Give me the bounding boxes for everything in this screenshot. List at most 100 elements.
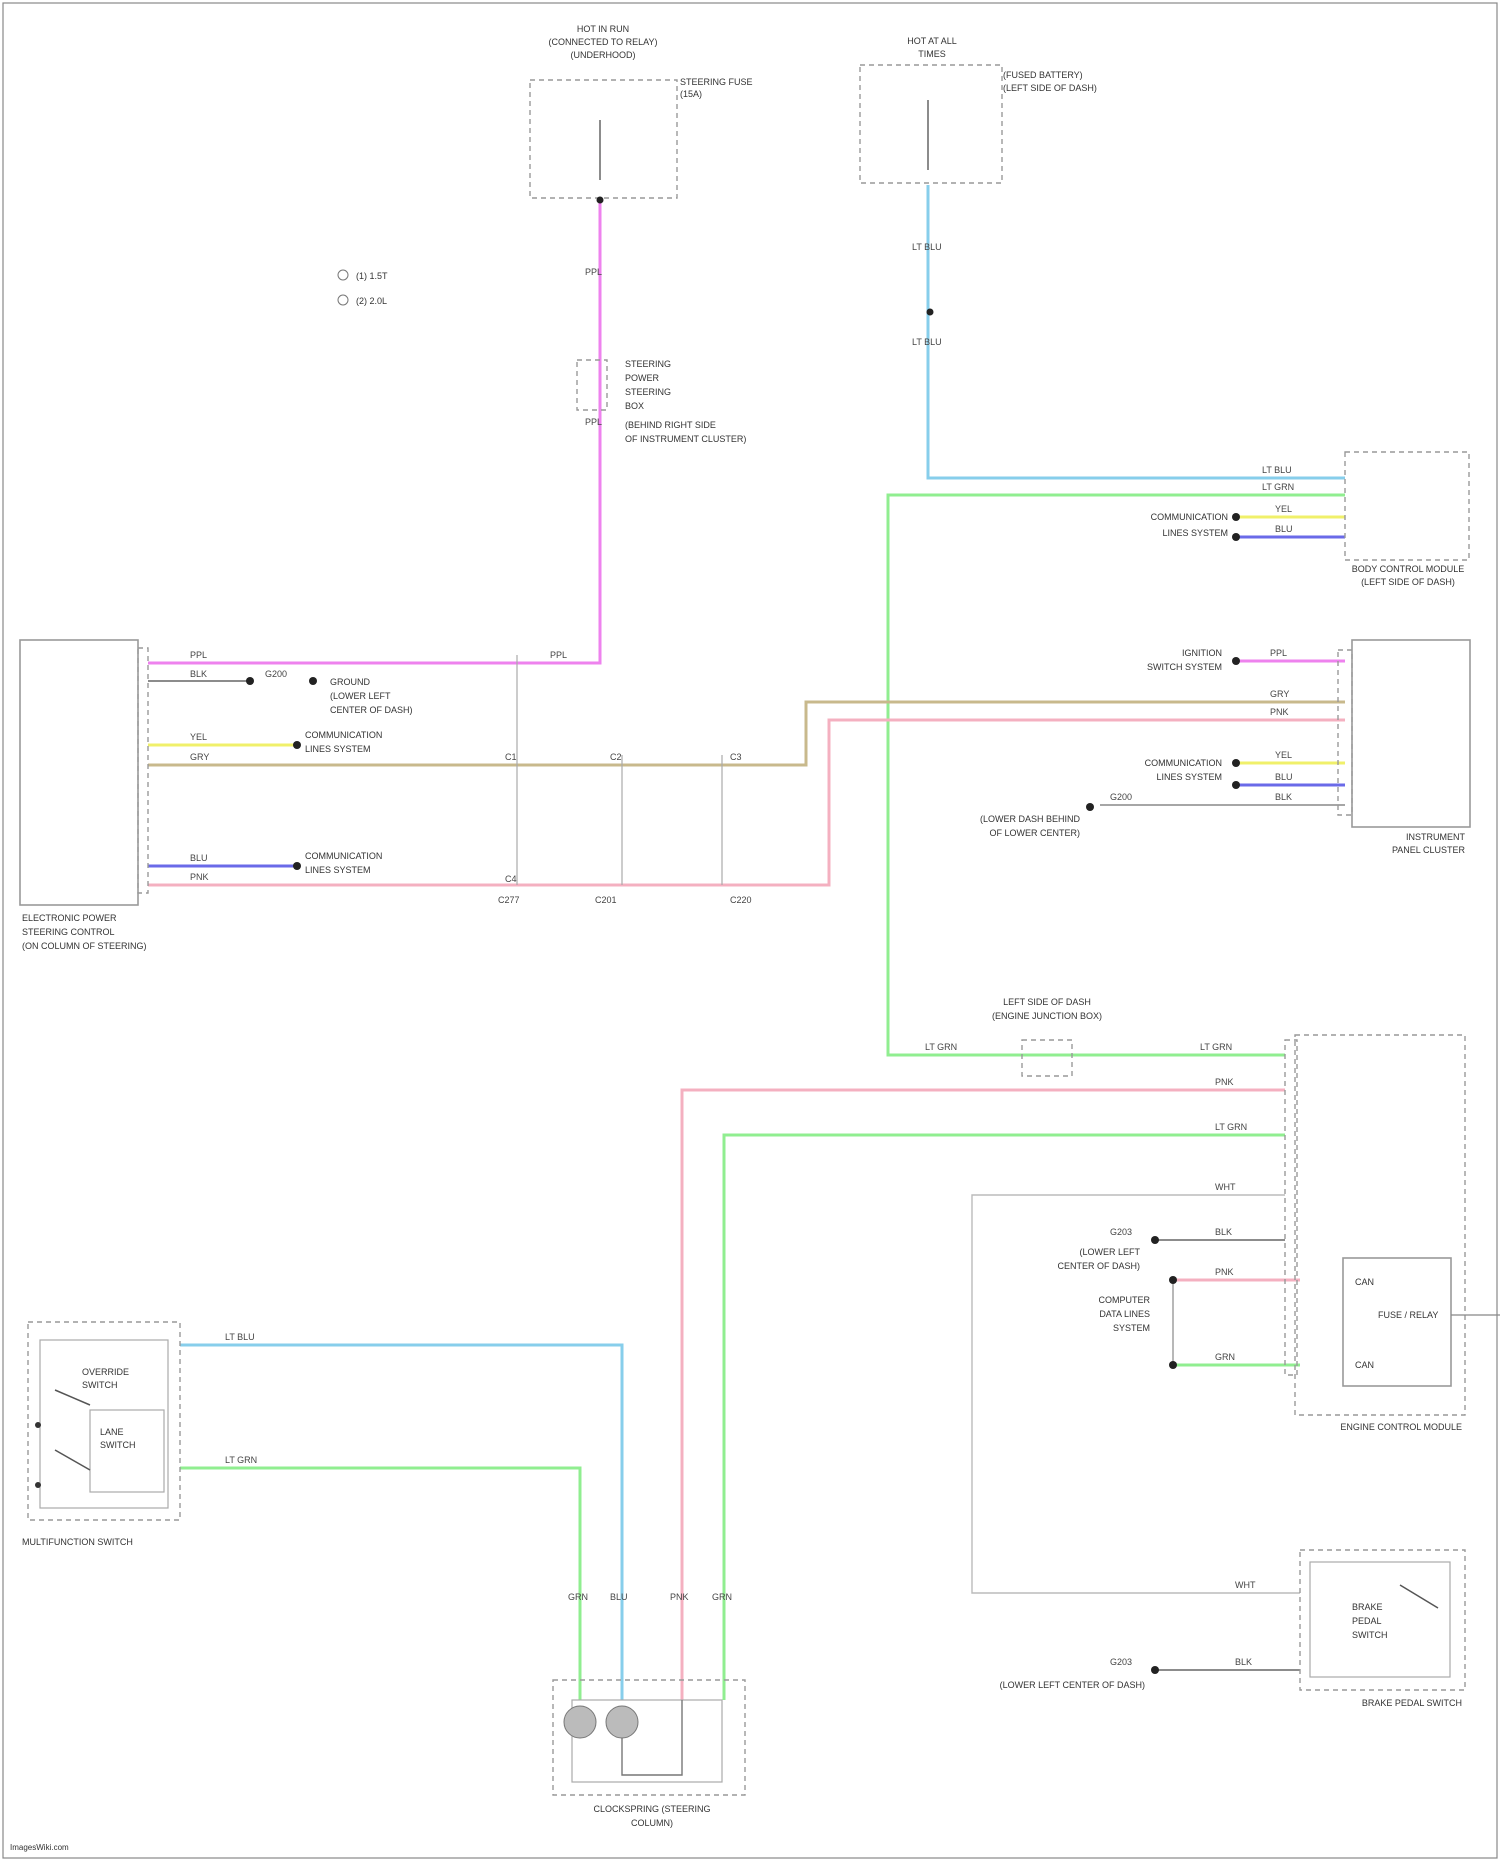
code-bcm-gn: LT GRN: [1262, 482, 1294, 492]
code-ic-gnd: G200: [1110, 792, 1132, 802]
code-bcm-yel: YEL: [1275, 504, 1292, 514]
code-eps-blk: BLK: [190, 669, 207, 679]
eps-name-1: ELECTRONIC POWER: [22, 913, 117, 923]
code-ecm-blk: BLK: [1215, 1227, 1232, 1237]
battery-junction-icon: [927, 309, 934, 316]
wire-mf-lightblue: [180, 1345, 622, 1700]
wire-battery-feed: [928, 185, 1345, 478]
code-bps-blk: BLK: [1235, 1657, 1252, 1667]
bcm-node-blue-icon: [1232, 533, 1240, 541]
code-cs-blu: BLU: [610, 1592, 628, 1602]
mf-sw1-1: OVERRIDE: [82, 1367, 129, 1377]
mf-lane-box: [90, 1410, 164, 1492]
ecm-relay-label: FUSE / RELAY: [1378, 1310, 1438, 1320]
eps-comm2-2: LINES SYSTEM: [305, 865, 371, 875]
mf-switch2-icon: [55, 1450, 90, 1470]
code-jb-out: LT GRN: [1200, 1042, 1232, 1052]
code-ic-gry: GRY: [1270, 689, 1289, 699]
code-eps-gnd: G200: [265, 669, 287, 679]
code-ic-blu: BLU: [1275, 772, 1293, 782]
code-feed-mid: PPL: [585, 417, 602, 427]
battery-side-2: (LEFT SIDE OF DASH): [1003, 83, 1097, 93]
ecm-relay-bottom: CAN: [1355, 1360, 1374, 1370]
legend-line-1: (1) 1.5T: [356, 271, 388, 281]
clockspring-coil2-icon: [606, 1706, 638, 1738]
multifunction-switch: [28, 1322, 180, 1520]
code-bps-wht: WHT: [1235, 1580, 1256, 1590]
ic-name-2: PANEL CLUSTER: [1392, 845, 1466, 855]
eps-comm2-node-icon: [293, 862, 301, 870]
ic-name-1: INSTRUMENT: [1406, 832, 1465, 842]
code-cs-pnk: PNK: [670, 1592, 689, 1602]
clockspring-inner: [572, 1700, 722, 1782]
code-batt-top: LT BLU: [912, 242, 942, 252]
bps-inner-2: PEDAL: [1352, 1616, 1382, 1626]
eps-comm1-1: COMMUNICATION: [305, 730, 382, 740]
cs-name-1: CLOCKSPRING (STEERING: [593, 1804, 710, 1814]
wire-power-feed: [148, 200, 600, 663]
footer-source: ImagesWiki.com: [10, 1843, 69, 1852]
splice-note-6: OF INSTRUMENT CLUSTER): [625, 434, 746, 444]
fuse-title-2: (CONNECTED TO RELAY): [548, 37, 657, 47]
fuse-box: [530, 80, 677, 198]
mf-sw2-2: SWITCH: [100, 1440, 136, 1450]
code-eps-tan: GRY: [190, 752, 209, 762]
mf-contact1-icon: [35, 1422, 41, 1428]
junction-block: [1022, 1040, 1072, 1076]
code-splice-c: C220: [730, 895, 752, 905]
fuse-title-1: HOT IN RUN: [577, 24, 629, 34]
code-splice-3: C3: [730, 752, 742, 762]
eps-ground-3: CENTER OF DASH): [330, 705, 413, 715]
code-ic-blk: BLK: [1275, 792, 1292, 802]
eps-ground-node-icon: [246, 677, 254, 685]
eps-connector: [138, 648, 148, 893]
bps-ground-note: (LOWER LEFT CENTER OF DASH): [1000, 1680, 1145, 1690]
code-splice-2: C2: [610, 752, 622, 762]
instrument-cluster: [1352, 640, 1470, 827]
bcm-note-2: LINES SYSTEM: [1162, 528, 1228, 538]
legend-marker-2-icon: [338, 295, 348, 305]
splice-note-4: BOX: [625, 401, 644, 411]
code-ecm-gn: LT GRN: [1215, 1122, 1247, 1132]
diagram-frame: [3, 3, 1497, 1858]
ic-node-blue-icon: [1232, 781, 1240, 789]
eps-control-module: [20, 640, 138, 905]
ic-note1-1: IGNITION: [1182, 648, 1222, 658]
ecm-ground-1: (LOWER LEFT: [1079, 1247, 1140, 1257]
code-ic-ppl: PPL: [1270, 648, 1287, 658]
code-cs-gn: GRN: [712, 1592, 732, 1602]
instrument-connector: [1338, 650, 1352, 815]
jb-title-2: (ENGINE JUNCTION BOX): [992, 1011, 1102, 1021]
eps-comm2-1: COMMUNICATION: [305, 851, 382, 861]
fuse-terminal-icon: [597, 197, 604, 204]
code-ecm-grn2: GRN: [1215, 1352, 1235, 1362]
eps-ground-1: GROUND: [330, 677, 370, 687]
mf-inner-box: [40, 1340, 168, 1508]
code-ecm-wht: WHT: [1215, 1182, 1236, 1192]
code-cs-grn: GRN: [568, 1592, 588, 1602]
code-splice-a: C277: [498, 895, 520, 905]
code-eps-yel: YEL: [190, 732, 207, 742]
code-ecm-gnd: G203: [1110, 1227, 1132, 1237]
battery-side-1: (FUSED BATTERY): [1003, 70, 1083, 80]
code-jb-in: LT GRN: [925, 1042, 957, 1052]
bcm-note-1: COMMUNICATION: [1151, 512, 1228, 522]
eps-comm1-node-icon: [293, 741, 301, 749]
code-bcm-lb: LT BLU: [1262, 465, 1292, 475]
wire-mf-green: [180, 1468, 580, 1700]
code-splice-1: C1: [505, 752, 517, 762]
ecm-ground-2: CENTER OF DASH): [1057, 1261, 1140, 1271]
code-mf-gn: LT GRN: [225, 1455, 257, 1465]
code-ic-pnk: PNK: [1270, 707, 1289, 717]
splice-note-2: POWER: [625, 373, 660, 383]
bps-switch-icon: [1400, 1585, 1438, 1608]
battery-title-2: TIMES: [918, 49, 946, 59]
body-control-module: [1345, 452, 1469, 560]
bcm-name-1: BODY CONTROL MODULE: [1352, 564, 1465, 574]
code-bps-gnd: G203: [1110, 1657, 1132, 1667]
jb-title-1: LEFT SIDE OF DASH: [1003, 997, 1091, 1007]
code-feed-low: PPL: [550, 650, 567, 660]
mf-switch1-icon: [55, 1390, 90, 1405]
